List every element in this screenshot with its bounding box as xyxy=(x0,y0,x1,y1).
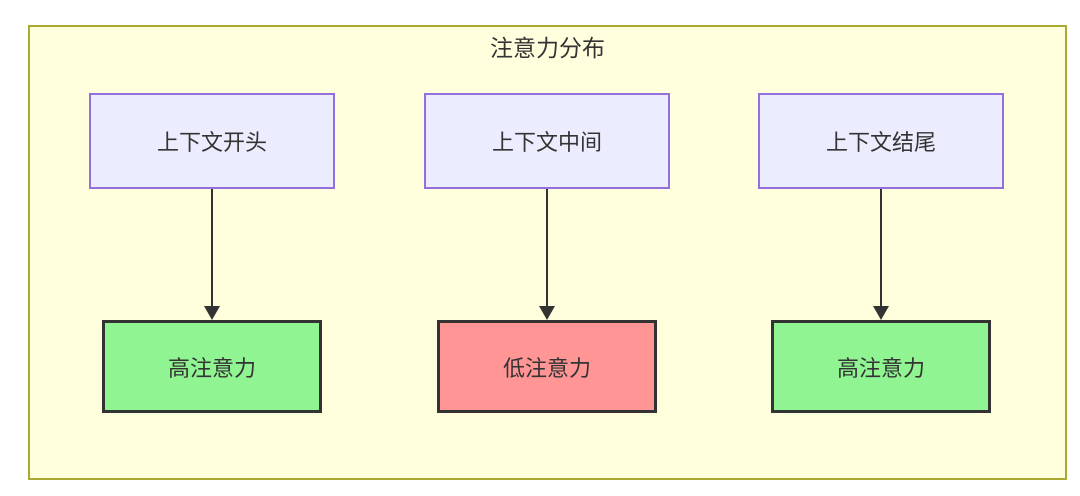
edge-start-to-high xyxy=(202,189,222,320)
arrow-down-head xyxy=(204,306,220,320)
arrow-down-head xyxy=(873,306,889,320)
arrow-down-head xyxy=(539,306,555,320)
arrow-shaft xyxy=(545,189,548,309)
node-context-start-label: 上下文开头 xyxy=(156,130,267,155)
node-context-start: 上下文开头 xyxy=(89,93,335,189)
node-context-middle: 上下文中间 xyxy=(424,93,670,189)
node-high-attention-1: 高注意力 xyxy=(102,320,322,413)
node-low-attention: 低注意力 xyxy=(437,320,657,413)
edge-end-to-high xyxy=(871,189,891,320)
arrow-shaft xyxy=(879,189,882,309)
attention-distribution-diagram: 注意力分布 上下文开头 高注意力 上下文中间 低注意力 上下文结尾 xyxy=(28,25,1067,480)
node-low-attention-label: 低注意力 xyxy=(502,355,591,381)
node-high-attention-1-label: 高注意力 xyxy=(167,355,256,381)
edge-middle-to-low xyxy=(537,189,557,320)
node-high-attention-2-label: 高注意力 xyxy=(836,355,925,381)
node-context-end: 上下文结尾 xyxy=(758,93,1004,189)
node-context-middle-label: 上下文中间 xyxy=(491,130,602,155)
diagram-title: 注意力分布 xyxy=(490,35,605,61)
node-high-attention-2: 高注意力 xyxy=(771,320,991,413)
arrow-shaft xyxy=(210,189,213,309)
node-context-end-label: 上下文结尾 xyxy=(825,130,936,155)
